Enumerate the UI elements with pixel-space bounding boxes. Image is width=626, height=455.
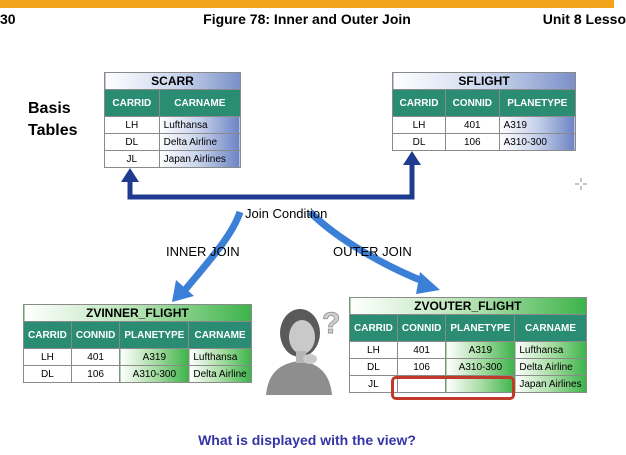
page-number: 30	[0, 11, 16, 27]
table-cell: A319	[498, 116, 577, 134]
table-row: JL Japan Airlines	[104, 150, 242, 168]
arrow-head-right-icon	[403, 151, 421, 165]
table-title: SCARR	[104, 72, 241, 90]
table-cell: Lufthansa	[158, 116, 242, 134]
table-row: JL Japan Airlines	[349, 375, 587, 393]
basis-tables-label: Basis Tables	[28, 98, 78, 142]
table-row: LH 401 A319 Lufthansa	[349, 341, 587, 359]
table-title: ZVOUTER_FLIGHT	[349, 297, 587, 315]
table-cell: A310-300	[119, 365, 190, 383]
column-header: CARRID	[23, 321, 72, 349]
column-header: PLANETYPE	[445, 314, 516, 342]
inner-join-label: INNER JOIN	[166, 244, 240, 259]
table-cell: Japan Airlines	[514, 375, 587, 393]
table-cell: DL	[104, 133, 160, 151]
table-row: DL Delta Airline	[104, 133, 242, 151]
outer-join-label: OUTER JOIN	[333, 244, 412, 259]
table-cell: Lufthansa	[188, 348, 252, 366]
column-header: PLANETYPE	[498, 89, 577, 117]
unit-label: Unit 8 Lesso	[542, 11, 626, 27]
table-cell: 401	[444, 116, 500, 134]
table-row: DL 106 A310-300	[392, 133, 577, 151]
question-mark-icon: ?	[322, 307, 340, 340]
table-cell: Japan Airlines	[158, 150, 242, 168]
table-cell: JL	[104, 150, 160, 168]
inner-join-arrow	[182, 210, 244, 293]
outer-join-arrow	[307, 209, 427, 286]
column-header: PLANETYPE	[119, 321, 190, 349]
table-row: DL 106 A310-300 Delta Airline	[23, 365, 252, 383]
question-text: What is displayed with the view?	[198, 432, 416, 448]
column-header: CARRID	[349, 314, 398, 342]
table-cell: Delta Airline	[514, 358, 587, 376]
table-cell: Lufthansa	[514, 341, 587, 359]
column-header: CONNID	[396, 314, 447, 342]
table-cell: A319	[445, 341, 516, 359]
table-cell: 106	[444, 133, 500, 151]
table-row: LH Lufthansa	[104, 116, 242, 134]
table-cell: Delta Airline	[158, 133, 242, 151]
table-cell: DL	[349, 358, 398, 376]
zvinner-flight-table: ZVINNER_FLIGHT CARRID CONNID PLANETYPE C…	[23, 304, 252, 383]
null-values-highlight	[391, 376, 515, 400]
sflight-table: SFLIGHT CARRID CONNID PLANETYPE LH 401 A…	[392, 72, 577, 151]
basis-label-line-1: Basis	[28, 100, 71, 117]
column-header: CONNID	[444, 89, 500, 117]
table-cell: LH	[104, 116, 160, 134]
table-cell: LH	[349, 341, 398, 359]
figure-title: Figure 78: Inner and Outer Join	[203, 11, 411, 27]
column-header: CARRID	[104, 89, 160, 117]
inner-join-arrowhead-icon	[172, 280, 194, 302]
table-title: SFLIGHT	[392, 72, 576, 90]
table-row: LH 401 A319 Lufthansa	[23, 348, 252, 366]
table-row: LH 401 A319	[392, 116, 577, 134]
table-cell: DL	[23, 365, 72, 383]
join-condition-label: Join Condition	[245, 206, 328, 221]
column-header: CARNAME	[188, 321, 252, 349]
table-cell: LH	[392, 116, 446, 134]
table-cell: A310-300	[498, 133, 577, 151]
move-cursor-icon	[575, 178, 587, 190]
accent-bar	[0, 0, 614, 8]
table-cell: 401	[70, 348, 121, 366]
table-cell: LH	[23, 348, 72, 366]
zvouter-flight-table: ZVOUTER_FLIGHT CARRID CONNID PLANETYPE C…	[349, 297, 587, 393]
basis-label-line-2: Tables	[28, 122, 78, 139]
table-cell: DL	[392, 133, 446, 151]
column-header: CONNID	[70, 321, 121, 349]
column-header: CARNAME	[158, 89, 242, 117]
table-cell: 106	[70, 365, 121, 383]
outer-join-arrowhead-icon	[416, 272, 440, 294]
column-header: CARNAME	[514, 314, 587, 342]
table-title: ZVINNER_FLIGHT	[23, 304, 252, 322]
arrow-head-left-icon	[121, 168, 139, 182]
table-cell: Delta Airline	[188, 365, 252, 383]
thinking-person-image: ?	[260, 303, 345, 395]
table-cell: 106	[396, 358, 447, 376]
join-connector-line	[127, 160, 415, 200]
table-cell: A310-300	[445, 358, 516, 376]
column-header: CARRID	[392, 89, 446, 117]
table-cell: 401	[396, 341, 447, 359]
table-cell	[445, 375, 516, 393]
table-row: DL 106 A310-300 Delta Airline	[349, 358, 587, 376]
table-cell: A319	[119, 348, 190, 366]
scarr-table: SCARR CARRID CARNAME LH Lufthansa DL Del…	[104, 72, 242, 168]
